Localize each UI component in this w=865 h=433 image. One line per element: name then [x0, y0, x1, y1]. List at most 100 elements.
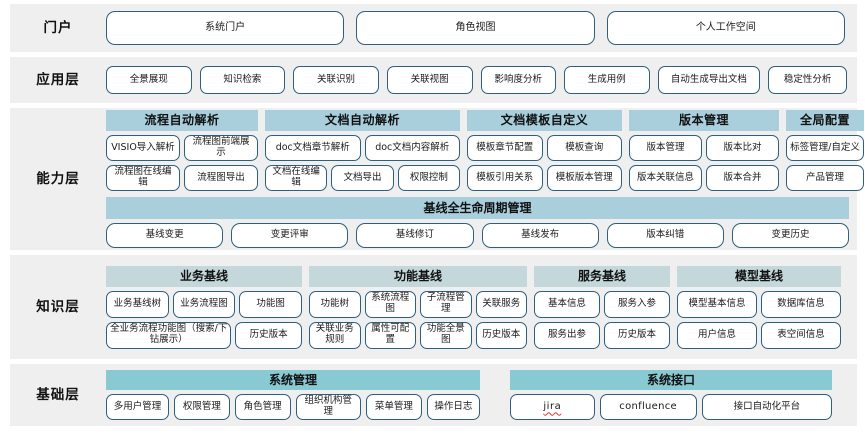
capability-item-row: 版本管理 版本比对	[629, 135, 779, 161]
capability-group-doc-parse: 文档自动解析 doc文档章节解析 doc文档内容解析 文档在线编辑 文档导出 权…	[265, 110, 460, 191]
app-button-stability-analysis[interactable]: 稳定性分析	[768, 66, 847, 94]
kn-button-full-business-process-function-diagram[interactable]: 全业务流程功能图（搜索/下钻展示）	[106, 321, 232, 349]
kn-button-service-output-params[interactable]: 服务出参	[534, 321, 600, 349]
capability-group-process-parse: 流程自动解析 VISIO导入解析 流程图前端展示 流程图在线编辑 流程图导出	[106, 110, 258, 191]
baseline-button-change-history[interactable]: 变更历史	[731, 223, 850, 248]
layer-label-capability: 能力层	[36, 170, 80, 187]
portal-button-system-portal[interactable]: 系统门户	[106, 11, 345, 45]
kn-button-business-flowchart[interactable]: 业务流程图	[172, 290, 236, 318]
fd-button-role-management[interactable]: 角色管理	[234, 394, 291, 420]
app-button-generate-case[interactable]: 生成用例	[563, 66, 650, 94]
kn-button-related-service[interactable]: 关联服务	[475, 290, 527, 318]
kn-button-user-info[interactable]: 用户信息	[677, 321, 757, 349]
fd-button-jira[interactable]: jira	[510, 394, 595, 420]
fd-button-multi-user-management[interactable]: 多用户管理	[106, 394, 170, 420]
app-button-relation-view[interactable]: 关联视图	[386, 66, 473, 94]
knowledge-item-row: 模型基本信息 数据库信息	[677, 290, 841, 318]
application-button-list: 全景展现 知识检索 关联识别 关联视图 影响度分析 生成用例 自动生成导出文档 …	[106, 66, 849, 94]
fd-button-permission-management[interactable]: 权限管理	[174, 394, 230, 420]
capability-group-items-global-config: 标签管理/自定义 产品管理	[786, 135, 864, 191]
kn-button-database-info[interactable]: 数据库信息	[761, 290, 841, 318]
cap-button-doc-export[interactable]: 文档导出	[331, 165, 394, 191]
capability-group-doc-template: 文档模板自定义 模板章节配置 模板查询 模板引用关系 模板版本管理	[467, 110, 622, 191]
cap-button-tag-management-custom[interactable]: 标签管理/自定义	[786, 135, 864, 161]
cap-button-template-query[interactable]: 模板查询	[546, 135, 622, 161]
fd-button-org-structure-management[interactable]: 组织机构管理	[295, 394, 362, 420]
kn-button-history-version-function[interactable]: 历史版本	[475, 321, 527, 349]
app-button-auto-export-doc[interactable]: 自动生成导出文档	[657, 66, 761, 94]
baseline-lifecycle-title: 基线全生命周期管理	[106, 197, 849, 219]
capability-item-row: 文档在线编辑 文档导出 权限控制	[265, 165, 460, 191]
layer-row-foundation: 基础层 系统管理 多用户管理 权限管理 角色管理 组织机构管理 菜单管理 操作日…	[10, 364, 857, 426]
foundation-group-list: 系统管理 多用户管理 权限管理 角色管理 组织机构管理 菜单管理 操作日志 系统…	[106, 370, 849, 420]
cap-button-doc-chapter-parse[interactable]: doc文档章节解析	[265, 135, 361, 161]
capability-group-items-version-mgmt: 版本管理 版本比对 版本关联信息 版本合并	[629, 135, 779, 191]
layer-label-foundation: 基础层	[36, 386, 80, 403]
kn-button-model-basic-info[interactable]: 模型基本信息	[677, 290, 757, 318]
baseline-button-change[interactable]: 基线变更	[106, 223, 224, 248]
kn-button-service-input-params[interactable]: 服务入参	[604, 290, 670, 318]
cap-button-version-relation-info[interactable]: 版本关联信息	[629, 165, 702, 191]
capability-group-global-config: 全局配置 标签管理/自定义 产品管理	[786, 110, 864, 191]
app-button-relation-recognition[interactable]: 关联识别	[293, 66, 379, 94]
baseline-button-version-correction[interactable]: 版本纠错	[606, 223, 724, 248]
fd-button-confluence[interactable]: confluence	[599, 394, 697, 420]
knowledge-body: 业务基线 业务基线树 业务流程图 功能图 全业务流程功能图（搜索/下钻展示） 历…	[106, 265, 849, 349]
capability-item-row: doc文档章节解析 doc文档内容解析	[265, 135, 460, 161]
cap-button-flowchart-online-edit[interactable]: 流程图在线编辑	[106, 165, 180, 191]
portal-button-personal-workspace[interactable]: 个人工作空间	[606, 11, 845, 45]
cap-button-version-compare[interactable]: 版本比对	[706, 135, 779, 161]
kn-button-function-tree[interactable]: 功能树	[309, 290, 361, 318]
cap-button-flowchart-frontend-display[interactable]: 流程图前端展示	[184, 135, 258, 161]
kn-button-subprocess-management[interactable]: 子流程管理	[420, 290, 472, 318]
layer-row-knowledge: 知识层 业务基线 业务基线树 业务流程图 功能图 全业务流程功能图（搜索/下钻展…	[10, 255, 857, 359]
kn-button-business-baseline-tree[interactable]: 业务基线树	[106, 290, 169, 318]
cap-button-template-reference[interactable]: 模板引用关系	[467, 165, 543, 191]
capability-item-row: 流程图在线编辑 流程图导出	[106, 165, 258, 191]
baseline-button-release[interactable]: 基线发布	[481, 223, 599, 248]
cap-button-doc-content-parse[interactable]: doc文档内容解析	[364, 135, 460, 161]
kn-button-tablespace-info[interactable]: 表空间信息	[761, 321, 841, 349]
portal-button-role-view[interactable]: 角色视图	[356, 11, 595, 45]
kn-button-history-version-business[interactable]: 历史版本	[235, 321, 302, 349]
capability-item-row: 模板章节配置 模板查询	[467, 135, 622, 161]
app-button-impact-analysis[interactable]: 影响度分析	[480, 66, 556, 94]
knowledge-item-row: 全业务流程功能图（搜索/下钻展示） 历史版本	[106, 321, 302, 349]
baseline-lifecycle-items: 基线变更 变更评审 基线修订 基线发布 版本纠错 变更历史	[106, 223, 850, 248]
cap-button-permission-control[interactable]: 权限控制	[397, 165, 460, 191]
baseline-button-change-review[interactable]: 变更评审	[231, 223, 349, 248]
capability-group-title-global-config: 全局配置	[786, 110, 864, 131]
app-button-panorama[interactable]: 全景展现	[106, 66, 192, 94]
cap-button-version-management[interactable]: 版本管理	[629, 135, 702, 161]
foundation-body: 系统管理 多用户管理 权限管理 角色管理 组织机构管理 菜单管理 操作日志 系统…	[106, 370, 849, 420]
kn-button-attribute-configurable[interactable]: 属性可配置	[364, 321, 416, 349]
cap-button-flowchart-export[interactable]: 流程图导出	[184, 165, 258, 191]
knowledge-group-title-business-baseline: 业务基线	[106, 265, 302, 287]
cap-button-template-chapter-config[interactable]: 模板章节配置	[467, 135, 543, 161]
layer-label-application: 应用层	[36, 71, 80, 88]
knowledge-group-title-function-baseline: 功能基线	[309, 265, 527, 287]
cap-button-doc-online-edit[interactable]: 文档在线编辑	[265, 165, 328, 191]
cap-button-template-version-mgmt[interactable]: 模板版本管理	[546, 165, 622, 191]
kn-button-function-diagram[interactable]: 功能图	[239, 290, 303, 318]
kn-button-basic-info[interactable]: 基本信息	[534, 290, 600, 318]
baseline-button-revision[interactable]: 基线修订	[356, 223, 474, 248]
fd-button-interface-automation-platform[interactable]: 接口自动化平台	[701, 394, 832, 420]
layer-row-portal: 门户 系统门户 角色视图 个人工作空间	[10, 4, 857, 52]
cap-button-visio-import-parse[interactable]: VISIO导入解析	[106, 135, 180, 161]
kn-button-system-flowchart[interactable]: 系统流程图	[364, 290, 416, 318]
kn-button-related-business-rule[interactable]: 关联业务规则	[309, 321, 361, 349]
kn-button-history-version-service[interactable]: 历史版本	[604, 321, 670, 349]
knowledge-item-row: 功能树 系统流程图 子流程管理 关联服务	[309, 290, 527, 318]
knowledge-item-row: 关联业务规则 属性可配置 功能全景图 历史版本	[309, 321, 527, 349]
capability-group-items-doc-parse: doc文档章节解析 doc文档内容解析 文档在线编辑 文档导出 权限控制	[265, 135, 460, 191]
app-button-knowledge-search[interactable]: 知识检索	[199, 66, 286, 94]
kn-button-function-panorama[interactable]: 功能全景图	[420, 321, 472, 349]
knowledge-item-row: 业务基线树 业务流程图 功能图	[106, 290, 303, 318]
fd-button-operation-log[interactable]: 操作日志	[426, 394, 481, 420]
knowledge-group-function-baseline: 功能基线 功能树 系统流程图 子流程管理 关联服务 关联业务规则 属性可配置 功…	[309, 265, 527, 349]
fd-button-menu-management[interactable]: 菜单管理	[366, 394, 422, 420]
cap-button-product-management[interactable]: 产品管理	[786, 165, 864, 191]
cap-button-version-merge[interactable]: 版本合并	[706, 165, 779, 191]
layer-row-application: 应用层 全景展现 知识检索 关联识别 关联视图 影响度分析 生成用例 自动生成导…	[10, 57, 857, 103]
